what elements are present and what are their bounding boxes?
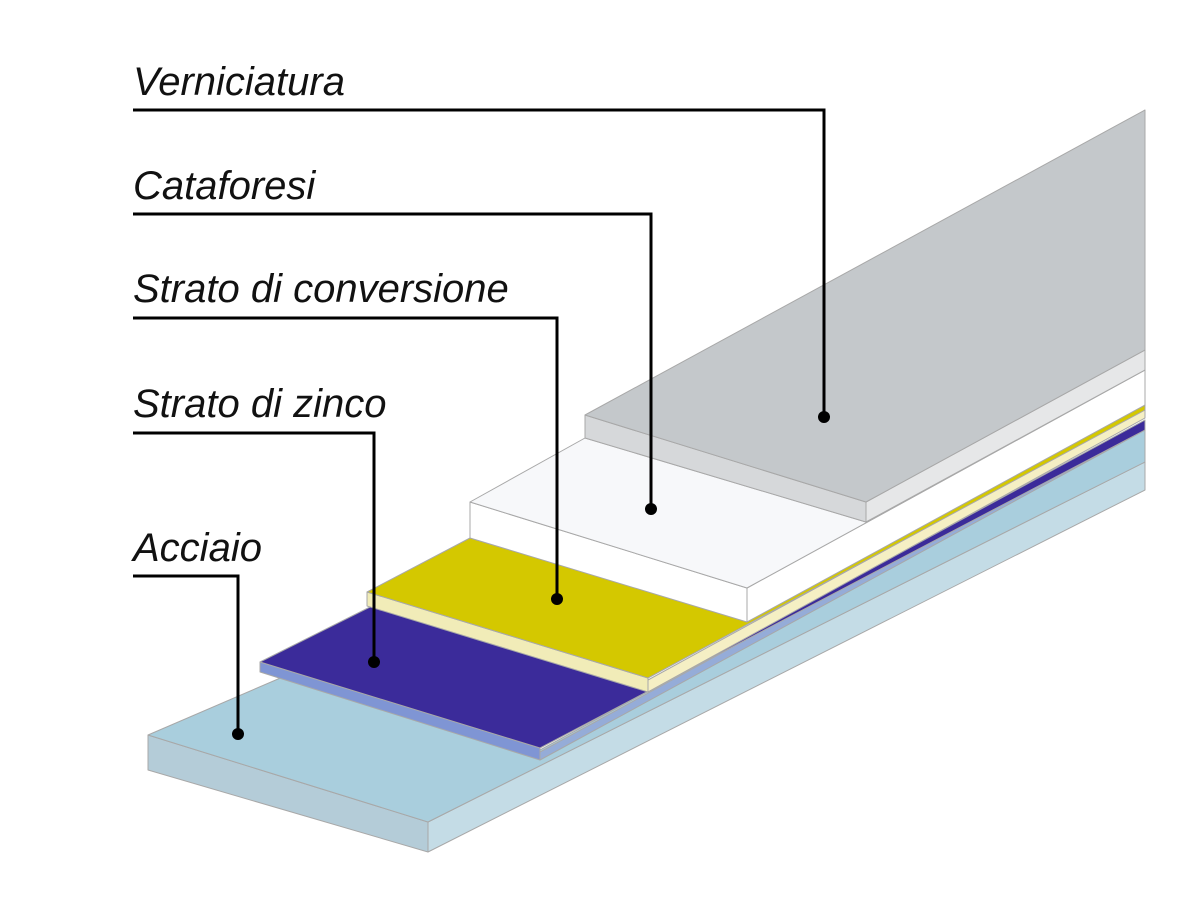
verniciatura-top-face	[584, 109, 1146, 503]
leader-conversione	[133, 316, 563, 605]
layer-cataforesi	[469, 369, 1146, 623]
leader-cataforesi	[133, 212, 657, 515]
label-conversione: Strato di conversione	[133, 267, 509, 311]
marker-dot-acciaio	[232, 728, 244, 740]
marker-dot-zinco	[368, 656, 380, 668]
label-cataforesi: Cataforesi	[133, 164, 316, 208]
leader-acciaio	[133, 574, 244, 740]
marker-dot-conversione	[551, 593, 563, 605]
label-acciaio: Acciaio	[131, 526, 262, 570]
layer-verniciatura	[584, 109, 1146, 523]
marker-dot-verniciatura	[818, 411, 830, 423]
label-zinco: Strato di zinco	[133, 382, 386, 426]
layer-conversione	[366, 404, 1146, 693]
label-verniciatura: Verniciatura	[133, 60, 345, 104]
marker-dot-cataforesi	[645, 503, 657, 515]
leader-verniciatura	[133, 108, 830, 423]
leader-zinco	[133, 431, 380, 668]
